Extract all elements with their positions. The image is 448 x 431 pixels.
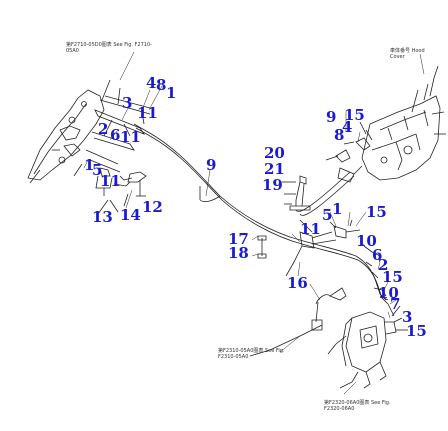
callout-2: 2: [98, 120, 109, 138]
note-see-fig-f2310: 第F2310-05A0图表 See Fig. F2310-05A0: [218, 348, 285, 360]
callout-4: 4: [146, 74, 157, 92]
callout-4-b: 4: [342, 118, 353, 136]
callout-6-b: 6: [372, 246, 383, 264]
callout-12: 12: [142, 198, 163, 216]
callout-13: 13: [92, 208, 113, 226]
leader-lines: [83, 51, 425, 395]
callout-11-c: 11: [100, 172, 121, 190]
callout-10: 10: [356, 232, 377, 250]
callout-15-d: 15: [406, 322, 427, 340]
callout-17: 17: [228, 230, 249, 248]
callout-14: 14: [120, 206, 141, 224]
callout-9: 9: [206, 156, 217, 174]
callout-20: 20: [264, 144, 285, 162]
callout-15-c: 15: [382, 268, 403, 286]
callout-5-b: 5: [322, 206, 333, 224]
left-bracket-assembly: [27, 79, 151, 215]
callout-21: 21: [264, 160, 285, 178]
callout-8-b: 8: [334, 126, 345, 144]
callout-11-b: 11: [120, 128, 141, 146]
lower-right-valve: [327, 305, 408, 389]
callout-5: 5: [92, 161, 103, 179]
callout-8: 8: [156, 76, 167, 94]
callout-2-b: 2: [378, 256, 389, 274]
mid-clamp-assembly: [249, 219, 389, 357]
callout-10-b: 10: [378, 284, 399, 302]
callout-9-b: 9: [326, 108, 337, 126]
note-see-fig-f2320: 第F2320-06A0图表 See Fig. F2320-06A0: [324, 400, 391, 412]
upper-rod-assembly: [282, 165, 363, 216]
callout-1-b: 1: [84, 156, 95, 174]
callout-3-b: 3: [402, 308, 413, 326]
callout-7: 7: [390, 295, 401, 313]
callout-11-d: 11: [300, 220, 321, 238]
callout-18: 18: [228, 244, 249, 262]
callout-11: 11: [137, 104, 158, 122]
callout-15: 15: [344, 106, 365, 124]
note-hood-cover: 車体番号 Hood Cover: [390, 48, 425, 60]
upper-right-linkage: [325, 65, 446, 181]
callout-6: 6: [110, 126, 121, 144]
callout-19: 19: [262, 176, 283, 194]
note-see-fig-f2710: 第F2710-05D0图表 See Fig. F2710-05A0: [66, 42, 152, 54]
callout-1-c: 1: [332, 200, 343, 218]
callout-15-b: 15: [366, 203, 387, 221]
callout-1: 1: [166, 84, 177, 102]
callout-16: 16: [287, 274, 308, 292]
callout-3: 3: [122, 94, 133, 112]
control-cable: [133, 123, 395, 317]
